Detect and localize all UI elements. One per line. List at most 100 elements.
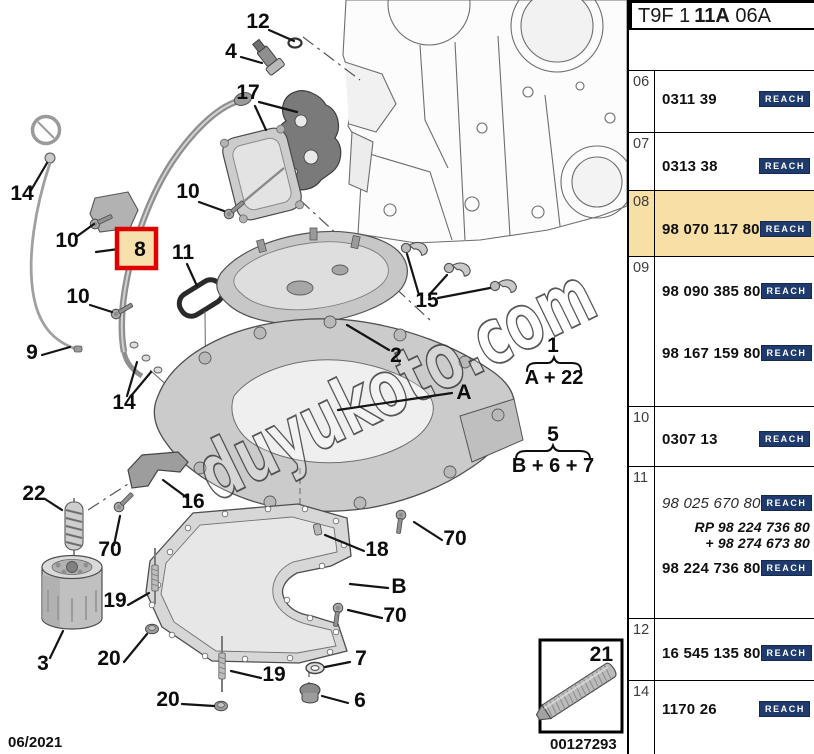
reach-badge[interactable]: REACH [760, 645, 812, 661]
callout-10b[interactable]: 10 [176, 180, 199, 203]
part-number: 1170 26 [662, 700, 717, 718]
parts-row-09[interactable]: 09 98 090 385 80 REACH 98 167 159 80 REA… [629, 256, 814, 406]
reach-badge[interactable]: REACH [758, 431, 810, 447]
oil-cooler [220, 124, 304, 224]
ref-number: 08 [629, 191, 655, 256]
part-number: 0313 38 [662, 157, 718, 175]
inset-label-21[interactable]: 21 [590, 643, 614, 666]
brace-icon [526, 354, 582, 372]
callout-70a[interactable]: 70 [98, 538, 121, 561]
callout-14a[interactable]: 14 [10, 182, 34, 205]
callout-70b[interactable]: 70 [443, 527, 466, 550]
highlighted-callout-8[interactable]: 8 [114, 226, 159, 271]
ref-number: 06 [629, 71, 655, 132]
callout-3[interactable]: 3 [37, 652, 49, 675]
callout-18[interactable]: 18 [365, 538, 389, 561]
callout-17[interactable]: 17 [236, 81, 259, 104]
ref-number: 07 [629, 133, 655, 190]
callout-20b[interactable]: 20 [156, 688, 179, 711]
stud-21 [535, 662, 617, 721]
reach-badge[interactable]: REACH [758, 91, 810, 107]
callout-19b[interactable]: 19 [262, 663, 285, 686]
code-bold: 11A [694, 5, 730, 27]
callout-2[interactable]: 2 [390, 344, 402, 367]
drain-plug-6 [299, 682, 321, 704]
parts-row-06[interactable]: 06 0311 39 REACH [629, 70, 814, 132]
group-1-formula: 1 A + 22 [525, 334, 584, 389]
callout-7[interactable]: 7 [355, 647, 367, 670]
part-number: 0311 39 [662, 90, 717, 108]
nut-20b [214, 700, 228, 712]
bolt-70a [111, 490, 136, 515]
part-number: 98 224 736 80 [662, 559, 761, 577]
callout-70c[interactable]: 70 [383, 604, 406, 627]
group-5-formula: 5 B + 6 + 7 [512, 423, 594, 477]
callout-6[interactable]: 6 [354, 689, 366, 712]
callout-19a[interactable]: 19 [103, 589, 126, 612]
callout-9[interactable]: 9 [26, 341, 38, 364]
oil-sensor [251, 38, 285, 76]
group-5-label: B + 6 + 7 [512, 455, 594, 477]
code-suffix: 06A [735, 5, 771, 27]
reach-badge[interactable]: REACH [760, 345, 812, 361]
inset-stud-box: 21 [535, 638, 624, 734]
ref-number: 10 [629, 407, 655, 466]
callout-16[interactable]: 16 [181, 490, 204, 513]
reach-badge[interactable]: REACH [759, 221, 811, 237]
nut-20a [145, 623, 159, 635]
part-number: 98 025 670 80 [662, 494, 761, 512]
callout-8-label[interactable]: 8 [134, 238, 146, 261]
group-1-label: A + 22 [525, 367, 584, 389]
sensor-o-ring [287, 37, 303, 49]
parts-row-10[interactable]: 10 0307 13 REACH [629, 406, 814, 466]
callout-20a[interactable]: 20 [97, 647, 120, 670]
callout-12[interactable]: 12 [246, 10, 269, 33]
windage-tray [216, 227, 408, 325]
code-prefix: T9F 1 [638, 5, 691, 27]
bolt-70b [393, 509, 407, 535]
ref-number: 09 [629, 257, 655, 406]
group-5-number: 5 [547, 423, 559, 446]
engine-block [342, 0, 627, 244]
reach-badge[interactable]: REACH [760, 283, 812, 299]
reach-badge[interactable]: REACH [760, 560, 812, 576]
callout-22[interactable]: 22 [22, 482, 45, 505]
ref-number: 11 [629, 467, 655, 618]
reach-badge[interactable]: REACH [760, 495, 812, 511]
ref-number: 12 [629, 619, 655, 680]
callout-4[interactable]: 4 [225, 40, 237, 63]
callout-14b[interactable]: 14 [112, 391, 136, 414]
oil-filter [41, 554, 103, 630]
group-1-number: 1 [547, 334, 559, 357]
part-number: 0307 13 [662, 430, 718, 448]
brace-icon [515, 442, 591, 460]
parts-row-12[interactable]: 12 16 545 135 80 REACH [629, 618, 814, 680]
replacement-part-number: RP 98 224 736 80 [694, 519, 810, 535]
part-number: 98 167 159 80 [662, 344, 761, 362]
ref-number: 14 [629, 681, 655, 754]
part-number: 98 090 385 80 [662, 282, 761, 300]
callout-15[interactable]: 15 [415, 289, 439, 312]
callout-10a[interactable]: 10 [55, 229, 78, 252]
callout-10c[interactable]: 10 [66, 285, 89, 308]
leader-lines [28, 28, 492, 708]
exploded-parts-diagram: duyukoto.com 12 [8, 0, 627, 753]
callout-A[interactable]: A [456, 381, 471, 404]
parts-row-08-selected[interactable]: 08 98 070 117 80 REACH [629, 190, 814, 256]
reach-badge[interactable]: REACH [758, 701, 810, 717]
reach-badge[interactable]: REACH [758, 158, 810, 174]
parts-row-11[interactable]: 11 98 025 670 80 REACH RP 98 224 736 80 … [629, 466, 814, 618]
part-number: 98 070 117 80 [662, 220, 760, 238]
replacement-part-number: + 98 274 673 80 [705, 535, 810, 551]
lower-oil-pan [145, 503, 352, 664]
parts-row-14[interactable]: 14 1170 26 REACH [629, 680, 814, 754]
parts-row-07[interactable]: 07 0313 38 REACH [629, 132, 814, 190]
callout-11[interactable]: 11 [172, 241, 195, 264]
upper-sump [153, 315, 524, 512]
callout-B[interactable]: B [391, 575, 406, 598]
plug-18 [312, 523, 323, 536]
support-bracket [127, 451, 189, 489]
